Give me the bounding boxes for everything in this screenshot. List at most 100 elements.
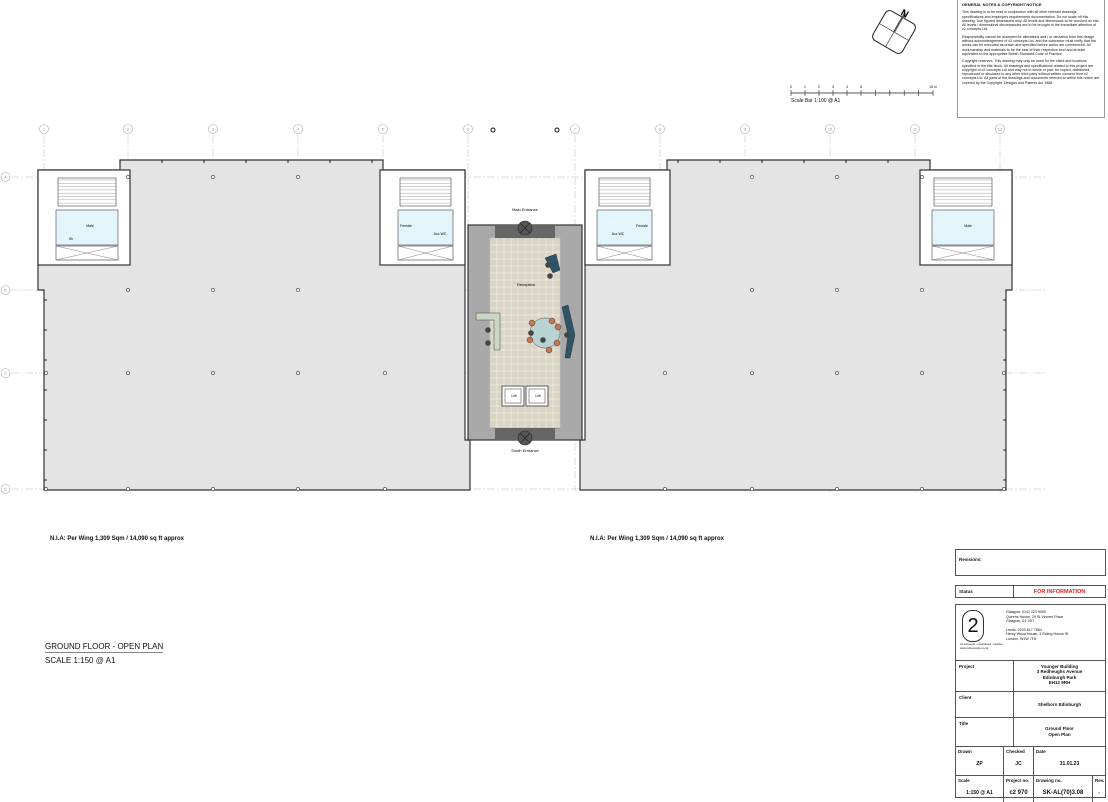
grid-label: 10 <box>828 128 832 132</box>
grid-bubble <box>910 124 920 134</box>
c2-logo: 2 <box>962 610 984 642</box>
office-line: Leeds: 0203 617 7884 <box>1006 627 1042 632</box>
lift-car <box>528 388 546 404</box>
north-arrow-icon: N <box>872 8 916 54</box>
scale-tick-label: 2 <box>818 85 820 89</box>
structural-column <box>835 371 839 375</box>
drawn-label: Drawn <box>958 749 972 754</box>
grid-bubble <box>825 124 835 134</box>
structural-column <box>211 288 215 292</box>
grid-label: 12 <box>998 128 1002 132</box>
stool <box>485 340 491 346</box>
left-wing <box>37 159 471 491</box>
drawing-no-label: Drawing no. <box>1036 778 1062 783</box>
grid-label: 7 <box>574 128 576 132</box>
stair <box>399 177 452 207</box>
grid-label: 4 <box>297 128 299 132</box>
office-line: London, W1W 7FA <box>1006 636 1037 641</box>
grid-bubble <box>0 368 11 378</box>
structural-column <box>383 487 387 491</box>
chair <box>528 319 536 327</box>
structural-column <box>211 371 215 375</box>
grid-bubble <box>463 124 473 134</box>
drawing-caption: GROUND FLOOR - OPEN PLAN SCALE 1:150 @ A… <box>45 642 164 665</box>
status-label: Status <box>956 586 1014 597</box>
atrium <box>467 220 583 446</box>
scale-tick-label: 0 <box>790 85 792 89</box>
structural-column <box>44 487 48 491</box>
structural-column <box>920 371 924 375</box>
female-label: Female <box>400 224 412 228</box>
grid-bubble <box>39 124 49 134</box>
grid-label: C <box>4 371 7 375</box>
male-label: Male <box>86 224 94 228</box>
south-entrance-label: South Entrance <box>511 448 539 453</box>
right-wing <box>579 159 1013 491</box>
grid-bubble <box>570 124 580 134</box>
scale-value: 1:150 @ A1 <box>966 790 993 796</box>
structural-column <box>211 175 215 179</box>
grid-label: B <box>4 288 7 292</box>
office-wings <box>37 159 1013 491</box>
rev-label: Rev. <box>1095 778 1105 783</box>
grid-label: 2 <box>127 128 129 132</box>
grid-bubble <box>0 172 11 182</box>
structural-column <box>920 175 924 179</box>
structural-column <box>663 487 667 491</box>
north-label: N <box>898 8 910 21</box>
title-line: Ground Floor <box>1045 726 1074 731</box>
grid-bubble <box>293 124 303 134</box>
male-label: Male <box>964 224 972 228</box>
chair <box>526 336 534 344</box>
status-value: FOR INFORMATION <box>1033 589 1086 595</box>
structural-column <box>126 487 130 491</box>
grid-label: 3 <box>212 128 214 132</box>
scale-tick-label: 10 m <box>929 85 937 89</box>
checked-label: Checked <box>1006 749 1025 754</box>
column-marker <box>554 127 560 133</box>
stair <box>933 177 993 207</box>
grid-label: D <box>4 487 7 491</box>
rev-value: - <box>1098 790 1100 796</box>
grid-label: 8 <box>659 128 661 132</box>
door-leaf <box>519 432 531 444</box>
notes-paragraph: Copyright reserved. This drawing may onl… <box>962 59 1100 85</box>
structural-column <box>750 175 754 179</box>
drawing-title: GROUND FLOOR - OPEN PLAN <box>45 642 164 653</box>
grid-bubble <box>208 124 218 134</box>
riser-cross <box>596 245 653 261</box>
grid-bubble <box>378 124 388 134</box>
structural-column <box>211 487 215 491</box>
grid-label: 6 <box>467 128 469 132</box>
stool <box>545 262 551 268</box>
column-marker <box>490 127 496 133</box>
structural-column <box>126 371 130 375</box>
structural-column <box>920 288 924 292</box>
project-line: Younger Building <box>1040 664 1079 669</box>
toilet-block <box>931 209 995 246</box>
scale-tick-label: 5 <box>860 85 862 89</box>
glasgow-line: Glasgow: 0141 221 9009 <box>1006 610 1046 614</box>
reception-label: Reception <box>517 282 535 287</box>
door-leaf <box>519 222 531 234</box>
company-info: 2 c2 concepts · considered. creative. ww… <box>956 605 1105 661</box>
title-line: Open Plan <box>1048 731 1071 737</box>
structural-column <box>750 371 754 375</box>
scale-tick-label: 3 <box>832 85 834 89</box>
general-notes: GENERAL NOTES & COPYRIGHT NOTICE This dr… <box>957 0 1105 118</box>
project-line: 3 Redheughs Avenue <box>1036 669 1083 675</box>
structural-column <box>750 487 754 491</box>
toilet-block <box>596 209 653 246</box>
project-no-value: c2 970 <box>1009 790 1028 796</box>
structural-column <box>296 487 300 491</box>
toilet-block <box>397 209 454 246</box>
grid-bubble <box>0 285 11 295</box>
scale-bar-label: Scale Bar 1:100 @ A1 <box>791 98 841 104</box>
grid-label: 5 <box>382 128 384 132</box>
revisions-box: Revisions: <box>955 549 1106 576</box>
reception-counter <box>475 312 501 351</box>
notes-paragraph: Responsibility cannot be accepted for al… <box>962 34 1096 56</box>
structural-column <box>835 487 839 491</box>
stair <box>598 177 651 207</box>
grid-bubble <box>740 124 750 134</box>
